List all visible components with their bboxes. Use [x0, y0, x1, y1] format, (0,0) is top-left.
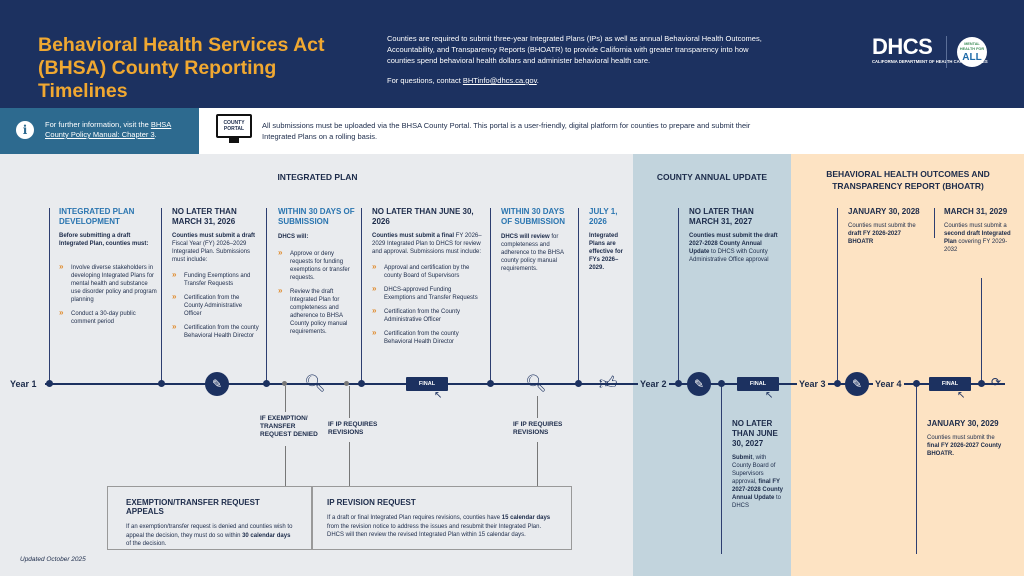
milestone-effective: JULY 1, 2026 Integrated Plans are effect…: [589, 207, 624, 271]
milestone-line: [837, 208, 838, 384]
milestone-line: [721, 384, 722, 554]
timeline-dot: [675, 380, 682, 387]
edit-document-icon: ✎: [205, 372, 229, 396]
dhcs-logo: DHCS CALIFORNIA DEPARTMENT OF HEALTH CAR…: [872, 34, 988, 64]
magnifier-icon: 🔍︎: [525, 374, 547, 393]
year-3-label: Year 3: [797, 379, 828, 389]
cursor-icon: ↖: [765, 390, 774, 401]
edit-document-icon: ✎: [687, 372, 711, 396]
year-4-label: Year 4: [873, 379, 904, 389]
milestone-second-draft-ip: MARCH 31, 2029 Counties must submit a se…: [944, 207, 1011, 253]
milestone-line: [934, 208, 935, 238]
year-2-label: Year 2: [638, 379, 669, 389]
info-banner: i For further information, visit the BHS…: [0, 108, 199, 154]
milestone-line: [981, 278, 982, 384]
branch-line: [537, 442, 538, 486]
header: [0, 0, 1024, 108]
milestone-final-bhoatr: JANUARY 30, 2029 Counties must submit th…: [927, 419, 1002, 457]
branch-line: [537, 396, 538, 418]
timeline-dot: [358, 380, 365, 387]
cycle-icon: ⟳: [991, 375, 1002, 389]
section-title-county: COUNTY ANNUAL UPDATE: [656, 172, 768, 182]
timeline-dot: [913, 380, 920, 387]
edit-document-icon: ✎: [845, 372, 869, 396]
milestone-line: [266, 208, 267, 384]
milestone-final-ip: NO LATER THAN JUNE 30, 2026 Counties mus…: [372, 207, 484, 346]
timeline-dot: [718, 380, 725, 387]
info-icon: i: [16, 121, 34, 139]
branch-line: [349, 442, 350, 486]
year-1-label: Year 1: [10, 379, 37, 389]
timeline-dot: [344, 381, 349, 386]
timeline-dot: [46, 380, 53, 387]
final-badge: FINAL: [737, 377, 779, 391]
timeline-dot: [282, 381, 287, 386]
branch-line: [285, 446, 286, 486]
milestone-dhcs-review-1: WITHIN 30 DAYS OF SUBMISSION DHCS will: …: [278, 207, 358, 336]
policy-manual-link[interactable]: BHSA County Policy Manual: Chapter 3: [45, 120, 172, 139]
milestone-draft-ip: NO LATER THAN MARCH 31, 2026 Counties mu…: [172, 207, 260, 340]
ip-revision-box: IP REVISION REQUEST If a draft or final …: [312, 486, 572, 550]
mental-health-for-all-badge: MENTAL HEALTH FOR ALL: [957, 37, 987, 67]
logo-divider: [946, 36, 947, 68]
milestone-draft-annual-update: NO LATER THAN MARCH 31, 2027 Counties mu…: [689, 207, 778, 263]
branch-revision-label-1: IF IP REQUIRES REVISIONS: [328, 421, 378, 436]
county-portal-icon: COUNTY PORTAL: [216, 114, 252, 144]
milestone-line: [578, 208, 579, 384]
page-title: Behavioral Health Services Act (BHSA) Co…: [38, 34, 325, 102]
header-contact: For questions, contact BHTinfo@dhcs.ca.g…: [387, 76, 539, 85]
contact-email-link[interactable]: BHTinfo@dhcs.ca.gov: [462, 76, 537, 85]
branch-exemption-label: IF EXEMPTION/ TRANSFER REQUEST DENIED: [260, 415, 318, 438]
branch-line: [349, 386, 350, 418]
milestone-line: [916, 384, 917, 554]
milestone-line: [678, 208, 679, 384]
cursor-icon: ↖: [957, 390, 966, 401]
final-badge: FINAL: [406, 377, 448, 391]
bhoatr-section: [791, 154, 1024, 576]
magnifier-icon: 🔍︎: [304, 374, 326, 393]
thumbs-up-icon: 👍︎: [598, 373, 618, 393]
milestone-ip-development: INTEGRATED PLAN DEVELOPMENT Before submi…: [59, 207, 157, 326]
milestone-draft-bhoatr: JANUARY 30, 2028 Counties must submit th…: [848, 207, 920, 245]
portal-banner: COUNTY PORTAL All submissions must be up…: [199, 108, 1024, 154]
timeline-dot: [158, 380, 165, 387]
portal-text: All submissions must be uploaded via the…: [262, 121, 751, 141]
exemption-appeals-box: EXEMPTION/TRANSFER REQUEST APPEALS If an…: [107, 486, 312, 550]
info-text: For further information, visit the BHSA …: [45, 120, 172, 139]
milestone-dhcs-review-2: WITHIN 30 DAYS OF SUBMISSION DHCS will r…: [501, 207, 566, 272]
timeline-dot: [575, 380, 582, 387]
milestone-line: [49, 208, 50, 384]
cursor-icon: ↖: [434, 390, 443, 401]
section-title-ip: INTEGRATED PLAN: [277, 172, 358, 182]
timeline-dot: [978, 380, 985, 387]
updated-date: Updated October 2025: [20, 556, 86, 563]
milestone-line: [490, 208, 491, 384]
timeline-axis: [45, 383, 1005, 385]
milestone-final-annual-update: NO LATER THAN JUNE 30, 2027 Submit, with…: [732, 419, 784, 509]
timeline-dot: [487, 380, 494, 387]
county-annual-update-section: [633, 154, 791, 576]
branch-line: [285, 386, 286, 412]
timeline-dot: [834, 380, 841, 387]
header-description: Counties are required to submit three-ye…: [387, 34, 762, 65]
milestone-line: [361, 208, 362, 384]
section-title-bhoatr: BEHAVIORAL HEALTH OUTCOMES AND TRANSPARE…: [826, 169, 990, 191]
milestone-line: [161, 208, 162, 384]
branch-revision-label-2: IF IP REQUIRES REVISIONS: [513, 421, 563, 436]
final-badge: FINAL: [929, 377, 971, 391]
timeline-dot: [263, 380, 270, 387]
